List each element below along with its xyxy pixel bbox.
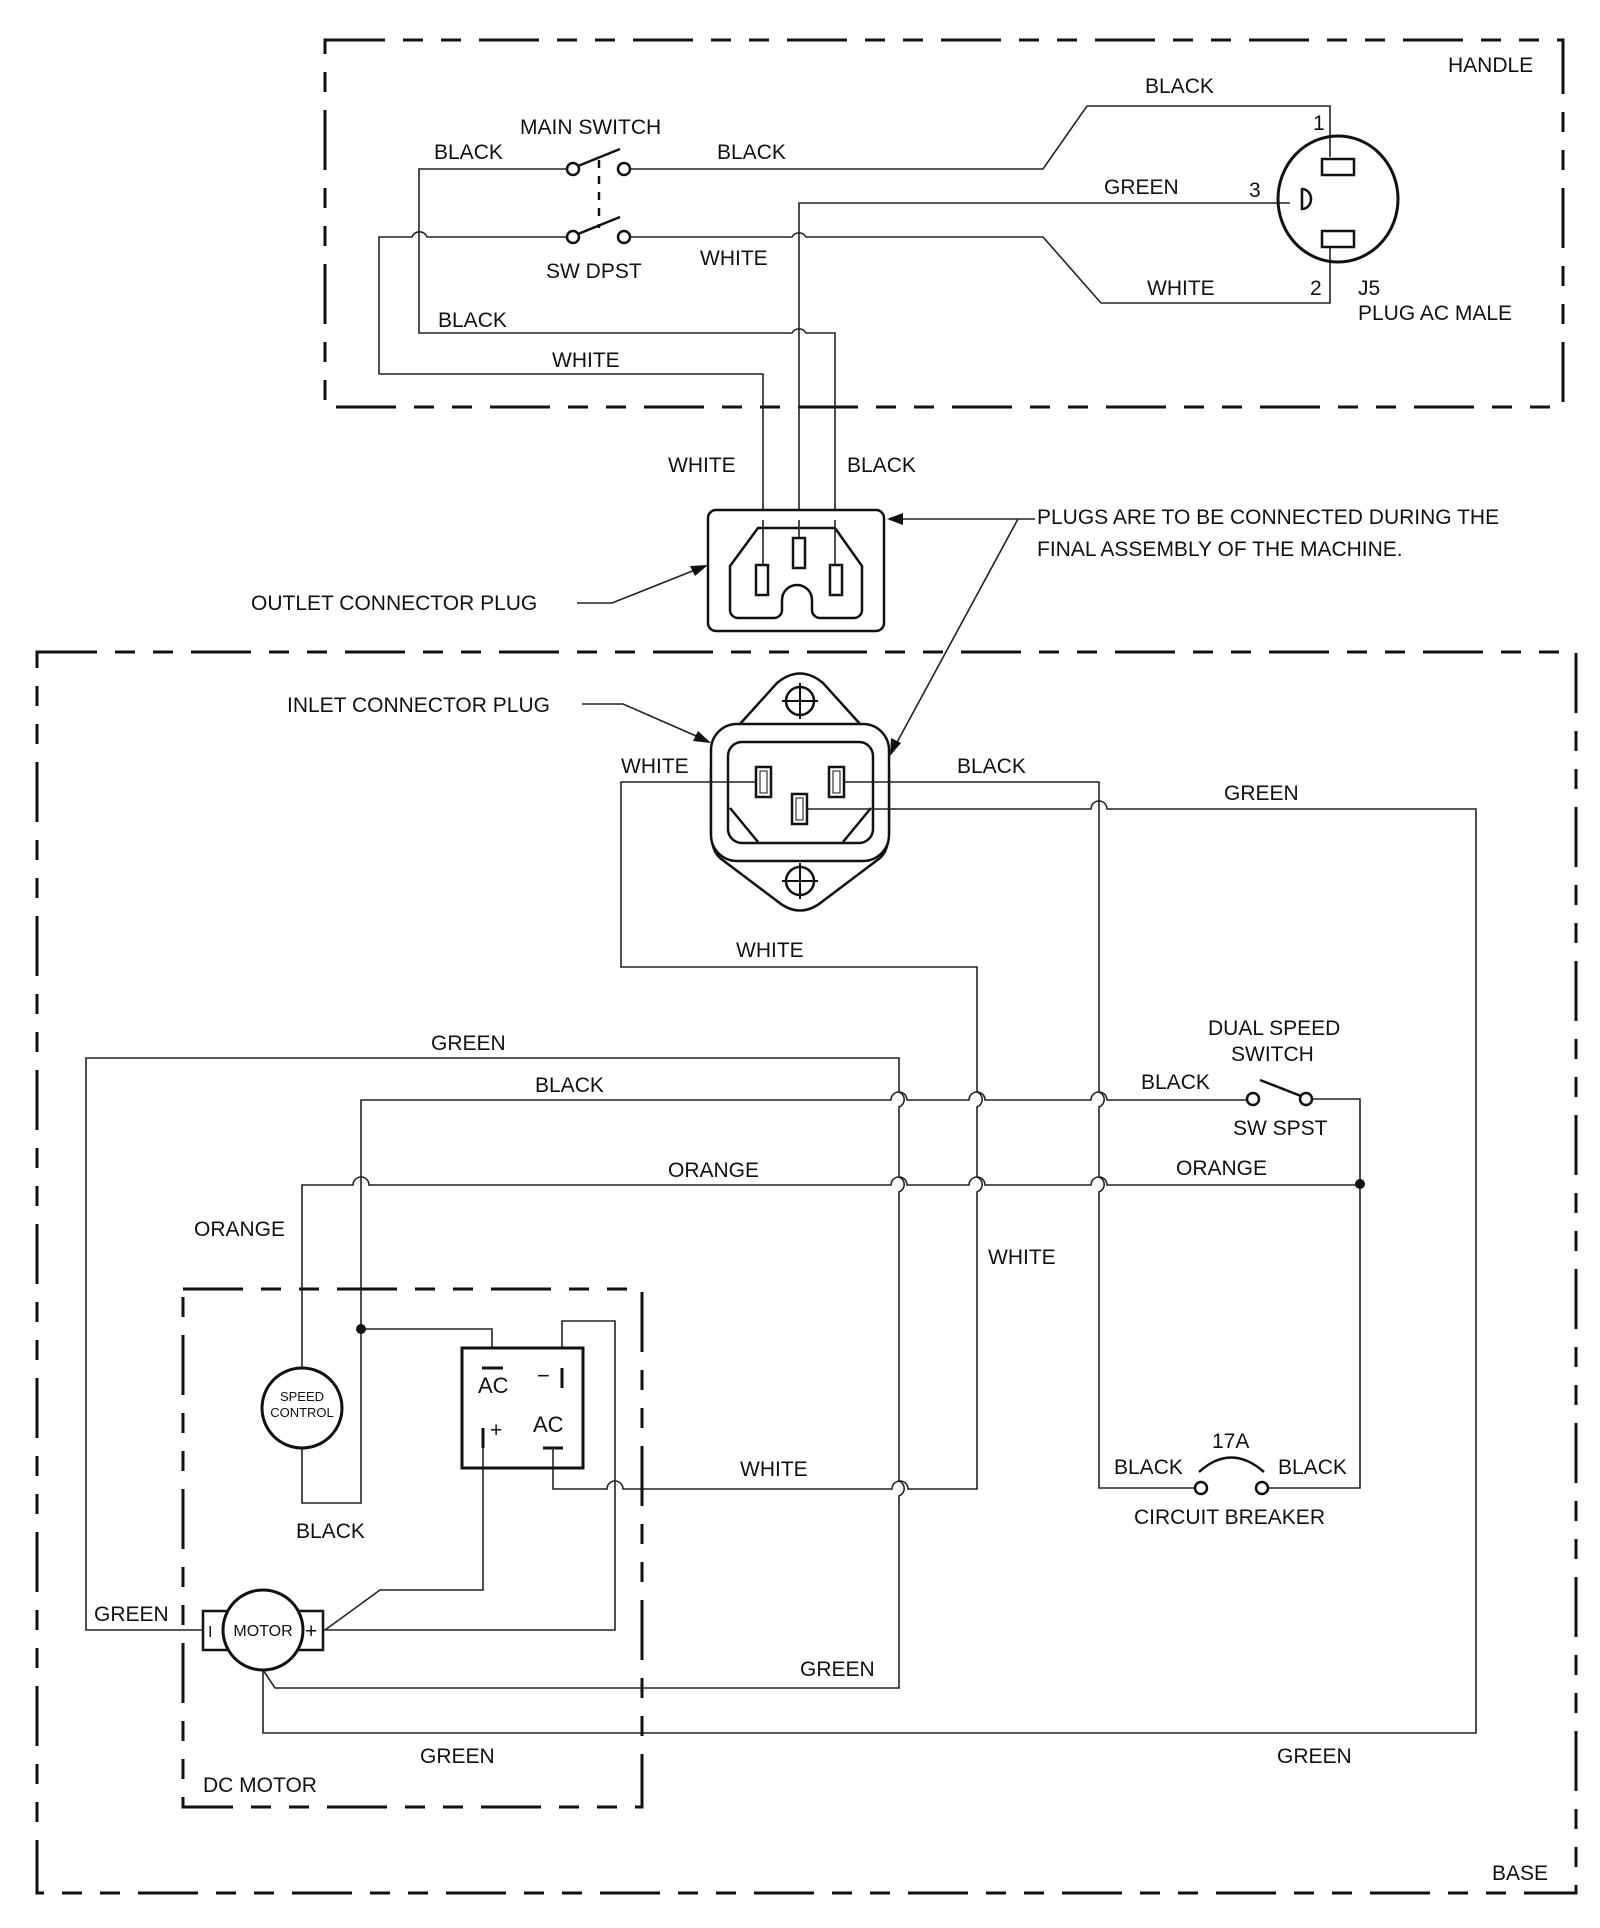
- wire-label: ORANGE: [668, 1159, 759, 1182]
- circuit-breaker-label: CIRCUIT BREAKER: [1134, 1506, 1325, 1529]
- dual-speed-switch-type: SW SPST: [1233, 1117, 1328, 1140]
- wire-label: ORANGE: [1176, 1157, 1267, 1180]
- wire-label: WHITE: [736, 939, 804, 962]
- motor-label: MOTOR: [233, 1623, 292, 1640]
- dc-motor-border: [181, 1287, 644, 1809]
- wire-label: BLACK: [957, 755, 1026, 778]
- handle-region: HANDLE MAIN SWITCH SW DPST BLACK BLACK W…: [323, 38, 1565, 520]
- wire-label: BLACK: [1114, 1456, 1183, 1479]
- dc-motor: [201, 1588, 325, 1672]
- handle-border: [323, 38, 1565, 409]
- wire-label: WHITE: [621, 755, 689, 778]
- wire-label: WHITE: [700, 247, 768, 270]
- dc-motor-label: DC MOTOR: [203, 1774, 317, 1797]
- wire-label: ORANGE: [194, 1218, 285, 1241]
- inlet-leader-line: [582, 703, 704, 740]
- wire-label: GREEN: [420, 1745, 495, 1768]
- base-label: BASE: [1492, 1862, 1548, 1885]
- wire-label: BLACK: [1145, 75, 1214, 98]
- speed-control-label: SPEED: [280, 1389, 324, 1404]
- handle-label: HANDLE: [1448, 54, 1533, 77]
- motor-plus-label: +: [305, 1620, 317, 1643]
- cable-label: BLACK: [847, 454, 916, 477]
- wire-label: GREEN: [1104, 176, 1179, 199]
- breaker-rating: 17A: [1212, 1430, 1249, 1453]
- main-switch-type: SW DPST: [546, 260, 642, 283]
- junction-dot: [1355, 1179, 1365, 1189]
- rectifier-plus-label: +: [490, 1419, 502, 1442]
- wire-label: BLACK: [535, 1074, 604, 1097]
- dual-speed-switch: [1245, 1078, 1314, 1107]
- inlet-connector-label: INLET CONNECTOR PLUG: [287, 694, 550, 717]
- pin-number: 3: [1249, 179, 1261, 202]
- wire-label: WHITE: [1147, 277, 1215, 300]
- outlet-leader-line: [577, 567, 701, 604]
- j5-plug: [1276, 134, 1400, 264]
- speed-control-label: CONTROL: [270, 1405, 334, 1420]
- wire-label: WHITE: [988, 1246, 1056, 1269]
- wire-label: BLACK: [1141, 1071, 1210, 1094]
- speed-control: [260, 1366, 344, 1450]
- plug-ref: J5: [1358, 277, 1380, 300]
- wire-label: BLACK: [717, 141, 786, 164]
- inlet-connector-plug: [709, 672, 891, 912]
- base-border: [35, 650, 1578, 1895]
- wire-label: GREEN: [431, 1032, 506, 1055]
- motor-minus-label: I: [208, 1624, 212, 1641]
- cable-label: WHITE: [668, 454, 736, 477]
- wire-label: WHITE: [740, 1458, 808, 1481]
- wire-label: BLACK: [438, 309, 507, 332]
- wire-label: GREEN: [1224, 782, 1299, 805]
- wire-label: BLACK: [296, 1520, 365, 1543]
- rectifier-ac-label: AC: [478, 1373, 509, 1398]
- wire-label: BLACK: [434, 141, 503, 164]
- rectifier-minus-label: −: [537, 1363, 550, 1388]
- note-line-1: PLUGS ARE TO BE CONNECTED DURING THE: [1037, 506, 1499, 529]
- wire-label: GREEN: [800, 1658, 875, 1681]
- handle-wires: [378, 105, 1331, 520]
- outlet-connector-label: OUTLET CONNECTOR PLUG: [251, 592, 537, 615]
- plug-name: PLUG AC MALE: [1358, 302, 1512, 325]
- junction-dot: [356, 1324, 366, 1334]
- main-switch-label: MAIN SWITCH: [520, 116, 661, 139]
- wire-label: GREEN: [94, 1603, 169, 1626]
- base-wires: [85, 781, 1477, 1734]
- dual-speed-switch-label: SWITCH: [1231, 1043, 1314, 1066]
- note-arrows: [887, 513, 1035, 756]
- dual-speed-switch-label: DUAL SPEED: [1208, 1017, 1340, 1040]
- wire-label: GREEN: [1277, 1745, 1352, 1768]
- bridge-rectifier: [460, 1346, 585, 1470]
- rectifier-ac-label: AC: [533, 1412, 564, 1437]
- pin-number: 1: [1313, 112, 1325, 135]
- wire-label: WHITE: [552, 349, 620, 372]
- outlet-connector-plug: [706, 508, 886, 633]
- note-line-2: FINAL ASSEMBLY OF THE MACHINE.: [1037, 538, 1403, 561]
- circuit-breaker: [1193, 1456, 1270, 1496]
- wire-label: BLACK: [1278, 1456, 1347, 1479]
- pin-number: 2: [1310, 277, 1322, 300]
